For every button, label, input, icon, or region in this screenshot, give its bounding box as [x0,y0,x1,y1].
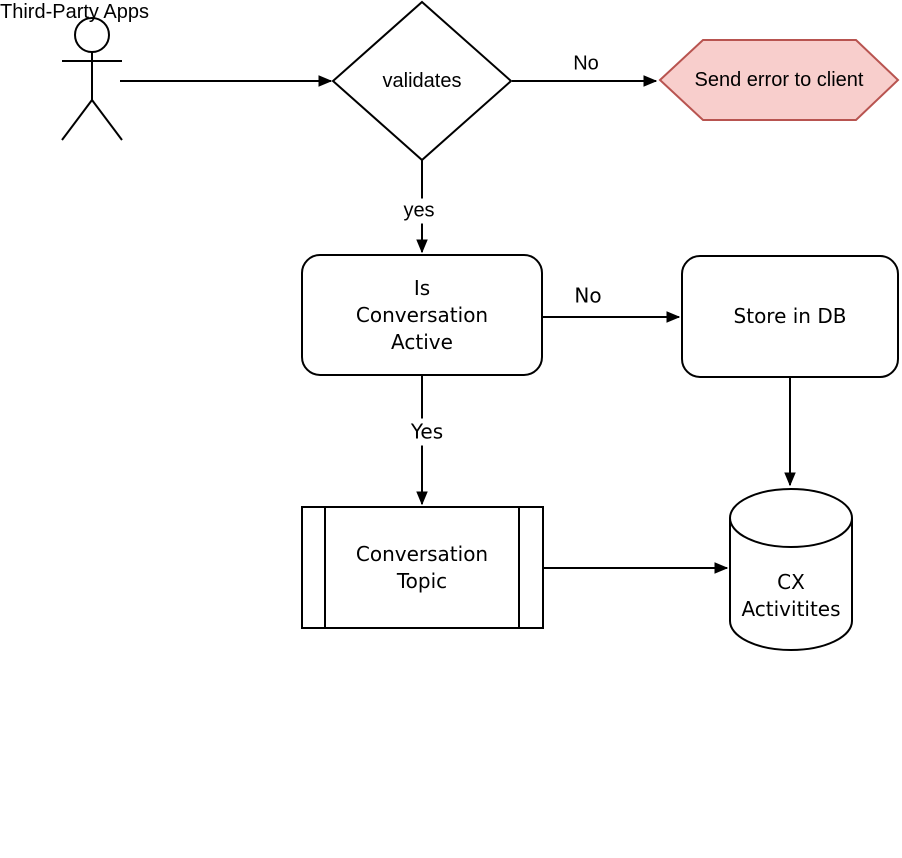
process-is-conversation-active-shape [301,254,543,376]
hexagon-send-error-shape [658,39,900,121]
database-cx-activities-shape [729,488,853,651]
process-store-in-db-shape [681,255,899,378]
actor-icon [61,17,123,141]
predefined-process-conversation-topic-shape [301,506,544,629]
decision-validates-shape [331,0,513,162]
